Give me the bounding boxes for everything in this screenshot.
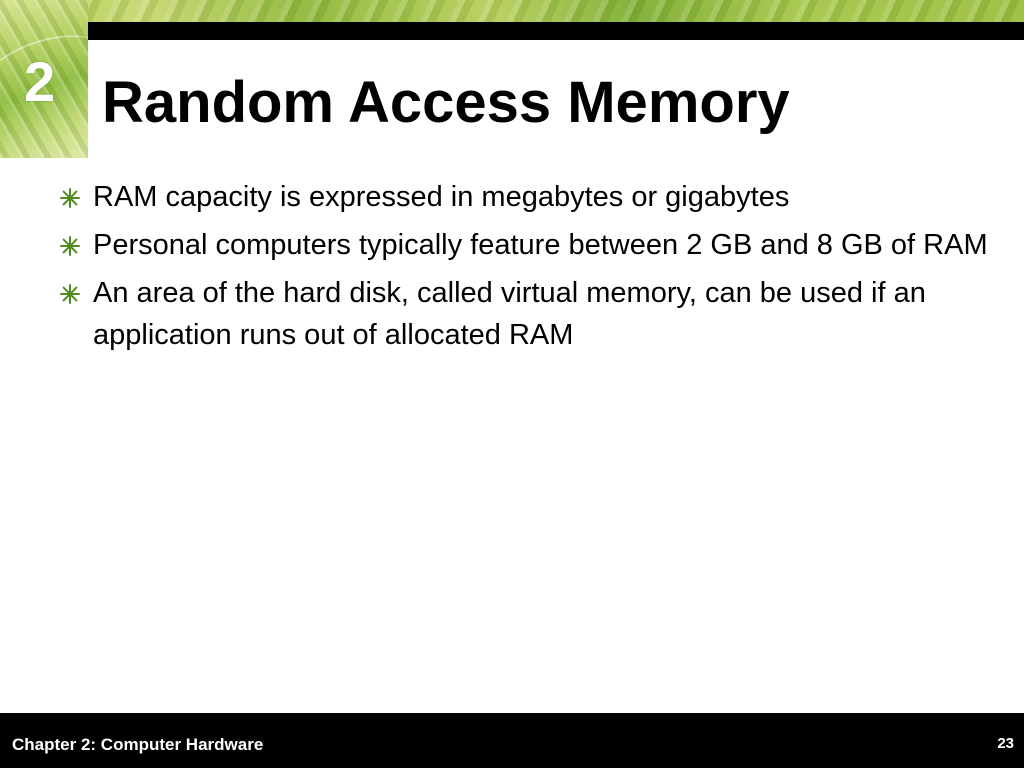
bullet-text: Personal computers typically feature bet… [93,229,988,261]
bullet-list: RAM capacity is expressed in megabytes o… [60,176,1010,362]
header-black-bar [88,22,1024,40]
bullet-text: RAM capacity is expressed in megabytes o… [93,181,790,213]
footer-bar: Chapter 2: Computer Hardware 23 [0,713,1024,768]
bullet-item: Personal computers typically feature bet… [60,224,1010,266]
slide-title: Random Access Memory [102,70,790,135]
leaf-banner [0,0,1024,22]
page-number: 23 [997,735,1014,752]
asterisk-bullet-icon [60,284,80,304]
leaf-corner-decoration [0,0,88,158]
bullet-item: RAM capacity is expressed in megabytes o… [60,176,1010,218]
footer-chapter-label: Chapter 2: Computer Hardware [12,735,264,754]
bullet-text: An area of the hard disk, called virtual… [93,277,926,351]
asterisk-bullet-icon [60,236,80,256]
chapter-number: 2 [24,50,56,113]
asterisk-bullet-icon [60,188,80,208]
bullet-item: An area of the hard disk, called virtual… [60,272,1010,356]
